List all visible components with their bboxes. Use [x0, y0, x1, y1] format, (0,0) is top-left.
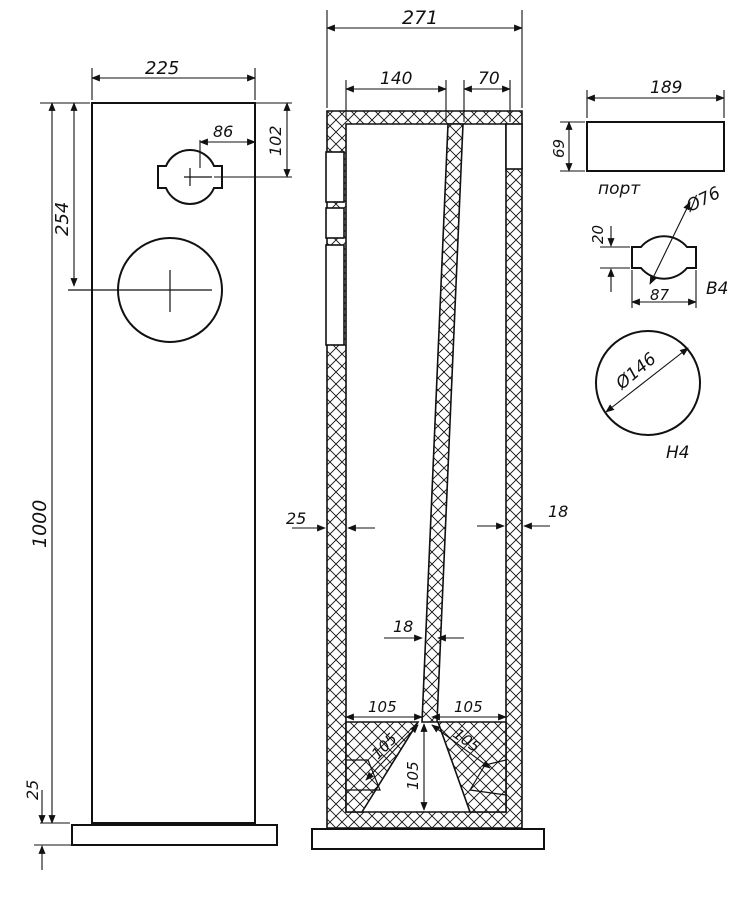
section-width-label: 271	[402, 7, 438, 29]
vertical-label: 105	[404, 761, 422, 790]
front-panel-outline	[91, 102, 256, 824]
tweeter-diameter-label: Ø76	[683, 183, 724, 217]
diag-left-dimension	[365, 724, 419, 781]
woofer-diameter-line	[605, 347, 689, 413]
left-chamber-label: 140	[380, 69, 412, 89]
plinth-label: 25	[23, 780, 42, 800]
section-port-right	[505, 123, 523, 170]
tweeter-detail: Ø76 20 87 В4	[589, 183, 728, 308]
front-tweeter-cutout	[157, 149, 223, 205]
tweeter-detail-cutout	[631, 235, 697, 280]
front-width-label: 225	[145, 58, 179, 79]
bottom-left-label: 105	[368, 698, 397, 716]
front-plinth	[71, 824, 278, 846]
port-block	[586, 121, 725, 172]
woofer-detail-circle	[595, 330, 701, 436]
front-height-label: 1000	[29, 500, 51, 548]
section-partition	[421, 123, 464, 723]
section-port-left-lower	[325, 244, 345, 346]
diag-right-dimension	[431, 724, 491, 769]
tweeter-caption: В4	[706, 279, 728, 299]
port-width-label: 189	[650, 78, 682, 98]
partition-label: 18	[393, 617, 413, 636]
tweeter-width-label: 86	[213, 122, 233, 141]
section-view: 271 140 70 25 18 18 105 105 105 105	[286, 7, 568, 850]
section-port-left-mid	[325, 207, 345, 239]
right-chamber-label: 70	[478, 69, 500, 89]
woofer-caption: Н4	[666, 443, 690, 463]
woofer-diameter-label: Ø146	[612, 349, 661, 395]
front-view: 225 1000 254 86 102 25	[23, 58, 292, 870]
port-detail: 189 69 порт	[550, 78, 725, 199]
port-caption: порт	[598, 179, 641, 199]
port-height-label: 69	[550, 139, 568, 158]
left-wall-label: 25	[286, 509, 306, 528]
section-plinth	[311, 828, 545, 850]
woofer-detail: Ø146 Н4	[595, 330, 701, 463]
front-offset-label: 254	[52, 202, 73, 236]
tweeter-offset-label: 20	[589, 225, 607, 244]
tweeter-detail-width-label: 87	[650, 286, 670, 304]
right-wall-label: 18	[548, 502, 568, 521]
section-port-left-upper	[325, 151, 345, 203]
tweeter-height-label: 102	[266, 125, 285, 156]
bottom-right-label: 105	[454, 698, 483, 716]
tweeter-diameter-line	[649, 201, 691, 285]
